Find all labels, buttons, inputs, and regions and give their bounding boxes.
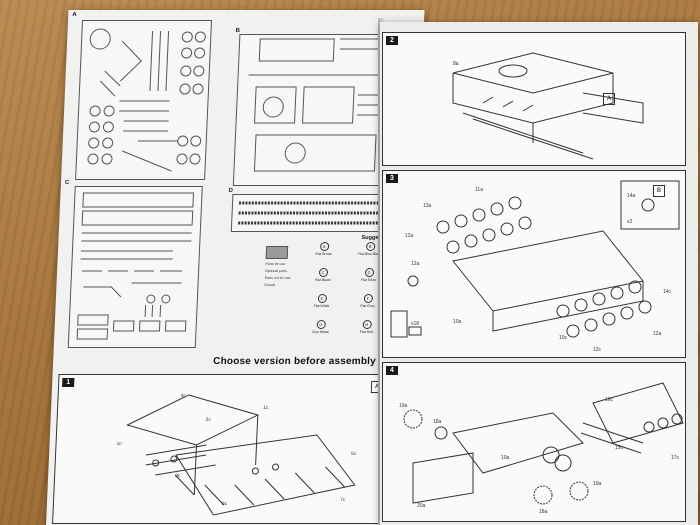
step-3-part-12a-c: 12a bbox=[653, 331, 662, 337]
step-1-part-2c: 2c bbox=[205, 417, 211, 423]
step-1-part-5c-b: 5c bbox=[221, 501, 228, 507]
step-4-panel: 4 19a 18a 20a 16c 15c bbox=[382, 362, 686, 522]
step-3-part-14c: 14c bbox=[663, 289, 672, 295]
step-2-number: 2 bbox=[386, 36, 398, 45]
choose-version-headline: Choose version before assembly bbox=[212, 356, 377, 367]
step-3-part-14a: 14a bbox=[627, 193, 636, 199]
legend-optional-parts: Optional parts bbox=[265, 269, 287, 273]
step-1-part-3c: 3c bbox=[175, 473, 181, 479]
sprue-c-parts bbox=[76, 192, 195, 340]
step-3-part-x2: x2 bbox=[627, 219, 633, 225]
legend-decals: Decals bbox=[264, 283, 276, 287]
step-1-part-1c: 1c bbox=[116, 441, 122, 447]
sprue-label-c: C bbox=[64, 180, 70, 186]
sprue-c-frame bbox=[67, 186, 203, 348]
step-3-panel: 3 B 11a 13a 12a 1 bbox=[382, 170, 686, 358]
step-4-part-15c: 15c bbox=[615, 445, 624, 451]
step-4-part-16c: 16c bbox=[605, 397, 614, 403]
step-1-panel: 1 A 4c 1c 3c 2c 1c 5c 7c 5 bbox=[52, 374, 391, 524]
step-2-panel: 2 A 8a bbox=[382, 32, 686, 166]
step-1-part-1c-b: 1c bbox=[262, 405, 269, 411]
step-1-part-7c: 7c bbox=[339, 497, 346, 503]
step-1-part-5c: 5c bbox=[350, 451, 357, 457]
sprue-b-frame bbox=[232, 34, 410, 186]
legend-parts-for-use: Parts for use bbox=[265, 262, 286, 266]
step-3-part-13a: 13a bbox=[423, 203, 432, 209]
step-4-part-19a-b: 19a bbox=[593, 481, 602, 487]
step-4-diagram bbox=[403, 382, 684, 505]
step-4-number: 4 bbox=[386, 366, 398, 375]
instruction-booklet: A B C D bbox=[18, 4, 698, 525]
step-3-number: 3 bbox=[386, 174, 398, 183]
step-3-part-x18: x18 bbox=[411, 321, 420, 327]
step-1-part-4c: 4c bbox=[180, 393, 187, 399]
step-3-part-10c: 10c bbox=[559, 335, 568, 341]
sprue-a-parts bbox=[87, 28, 206, 172]
step-2-part-8a: 8a bbox=[453, 61, 459, 67]
step-1-diagram bbox=[125, 394, 356, 516]
step-4-part-18a: 18a bbox=[433, 419, 442, 425]
track-links bbox=[238, 201, 396, 225]
step-3-diagram bbox=[390, 180, 680, 338]
step-3-part-12c: 12c bbox=[593, 347, 602, 353]
step-4-part-20a: 20a bbox=[417, 503, 426, 509]
left-page-sprue-layout: A B C D bbox=[46, 10, 425, 525]
step-3-part-12a-b: 12a bbox=[411, 261, 420, 267]
step-4-part-17c: 17c bbox=[671, 455, 680, 461]
sprue-a-frame bbox=[75, 20, 213, 180]
sprue-label-a: A bbox=[72, 12, 77, 18]
step-3-part-11a: 11a bbox=[475, 187, 483, 193]
right-page-assembly-steps: 2 A 8a 3 B bbox=[380, 22, 698, 525]
step-3-part-12a: 12a bbox=[405, 233, 414, 239]
step-4-part-19a: 19a bbox=[399, 403, 408, 409]
step-3-part-10a: 10a bbox=[453, 319, 462, 325]
sprue-b-parts bbox=[248, 38, 398, 175]
step-4-part-18a-b: 18a bbox=[539, 509, 548, 515]
step-2-diagram bbox=[452, 52, 644, 160]
color-legend-swatch bbox=[265, 246, 289, 259]
step-3-version-box: B bbox=[653, 185, 665, 197]
sprue-d-track-frame bbox=[230, 194, 403, 232]
step-4-part-10a: 10a bbox=[501, 455, 510, 461]
legend-parts-not-for-use: Parts not for use bbox=[264, 276, 291, 280]
